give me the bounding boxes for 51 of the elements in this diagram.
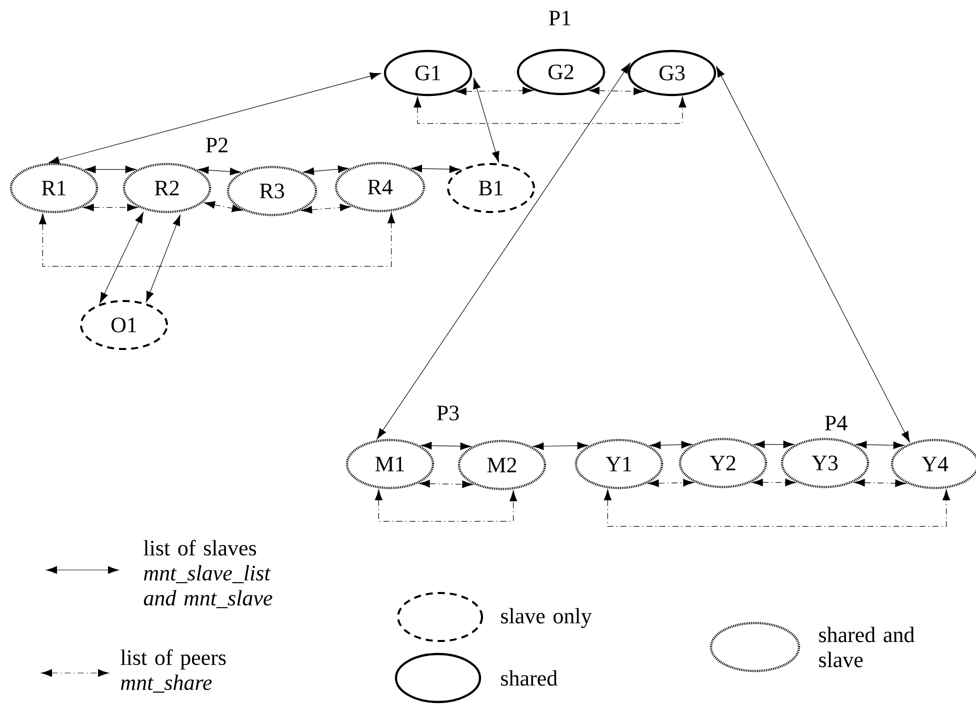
ellipse-node: Y2 [678, 438, 768, 488]
arrow [146, 214, 181, 302]
arrow [588, 86, 644, 96]
arrow [473, 78, 500, 162]
arrow [204, 201, 243, 212]
arrow [48, 72, 381, 164]
ellipse-node: R1 [10, 162, 98, 214]
arrow [100, 212, 144, 304]
ellipse-node: R4 [334, 162, 426, 212]
arrow [754, 440, 794, 448]
ellipse-node: M1 [346, 438, 434, 490]
arrow [420, 442, 472, 450]
ellipse-node: M2 [458, 440, 546, 490]
loop-connector [374, 489, 518, 522]
arrow [82, 204, 138, 212]
legend-text: shared and slave [819, 626, 914, 668]
arrow [301, 204, 351, 214]
arrow [198, 166, 241, 176]
ellipse-node: Y3 [780, 438, 870, 488]
ellipse-node: R3 [226, 166, 318, 216]
loop-connector [414, 96, 686, 124]
arrow [418, 480, 474, 488]
arrow [376, 62, 630, 440]
arrow [84, 166, 136, 174]
group-label: P4 [825, 416, 848, 430]
arrow [648, 478, 694, 488]
ellipse-node: R2 [122, 162, 212, 214]
loop-connector [604, 489, 950, 527]
ellipse-node: B1 [447, 163, 535, 213]
legend-text: list of peers mnt_share [120, 649, 226, 693]
ellipse-node: G1 [384, 50, 472, 96]
arrow [716, 66, 910, 442]
group-label: P2 [206, 138, 228, 152]
arrow [411, 164, 460, 174]
legend-text: shared [501, 670, 558, 686]
arrow [854, 478, 906, 488]
arrow [532, 442, 588, 450]
group-label: P3 [437, 406, 459, 420]
ellipse-node: G3 [628, 50, 716, 96]
arrow [856, 440, 904, 450]
legend-text: list of slaves mnt_slave_list and mnt_slave [144, 540, 272, 608]
arrow [303, 165, 349, 176]
arrow [650, 440, 692, 449]
ellipse-node: G2 [516, 48, 606, 96]
ellipse-node: O1 [80, 300, 168, 350]
arrow [456, 86, 534, 96]
arrow [752, 478, 796, 486]
ellipse-node: Y1 [574, 438, 664, 490]
legend-text: slave only [501, 608, 592, 628]
loop-connector [38, 212, 396, 267]
group-label: P1 [549, 10, 570, 26]
